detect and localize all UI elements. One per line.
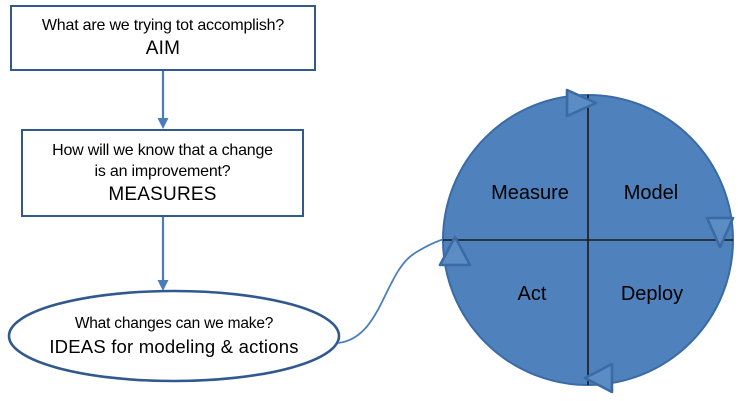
ideas-ellipse[interactable]: What changes can we make? IDEAS for mode… xyxy=(14,305,334,367)
cycle-quadrant-act[interactable]: Act xyxy=(517,283,547,305)
ideas-answer: IDEAS for modeling & actions xyxy=(49,336,299,357)
cycle-marker-bottom-left-arrow xyxy=(583,362,614,394)
measures-question-line-2: is an improvement? xyxy=(94,162,231,180)
cycle-marker-top-right-arrow xyxy=(565,88,598,118)
cycle-quadrant-deploy[interactable]: Deploy xyxy=(620,283,684,305)
measures-box[interactable]: How will we know that a change is an imp… xyxy=(21,129,304,217)
connector-measures-to-ideas xyxy=(157,217,169,291)
aim-question: What are we trying tot accomplish? xyxy=(41,17,285,34)
connector-aim-to-measures xyxy=(157,71,169,129)
ideas-question: What changes can we make? xyxy=(74,315,274,332)
connector-ideas-to-cycle xyxy=(337,230,457,344)
measures-answer: MEASURES xyxy=(108,183,217,205)
cycle-quadrant-measure[interactable]: Measure xyxy=(491,182,569,204)
cycle-marker-right-down-arrow xyxy=(705,216,735,249)
cycle-quadrant-model[interactable]: Model xyxy=(623,182,679,204)
aim-box[interactable]: What are we trying tot accomplish? AIM xyxy=(10,5,316,71)
cycle-marker-left-up-arrow xyxy=(438,235,472,267)
measures-question-line-1: How will we know that a change xyxy=(52,141,273,159)
aim-answer: AIM xyxy=(145,38,181,59)
ideas-ellipse-shape xyxy=(7,289,341,383)
